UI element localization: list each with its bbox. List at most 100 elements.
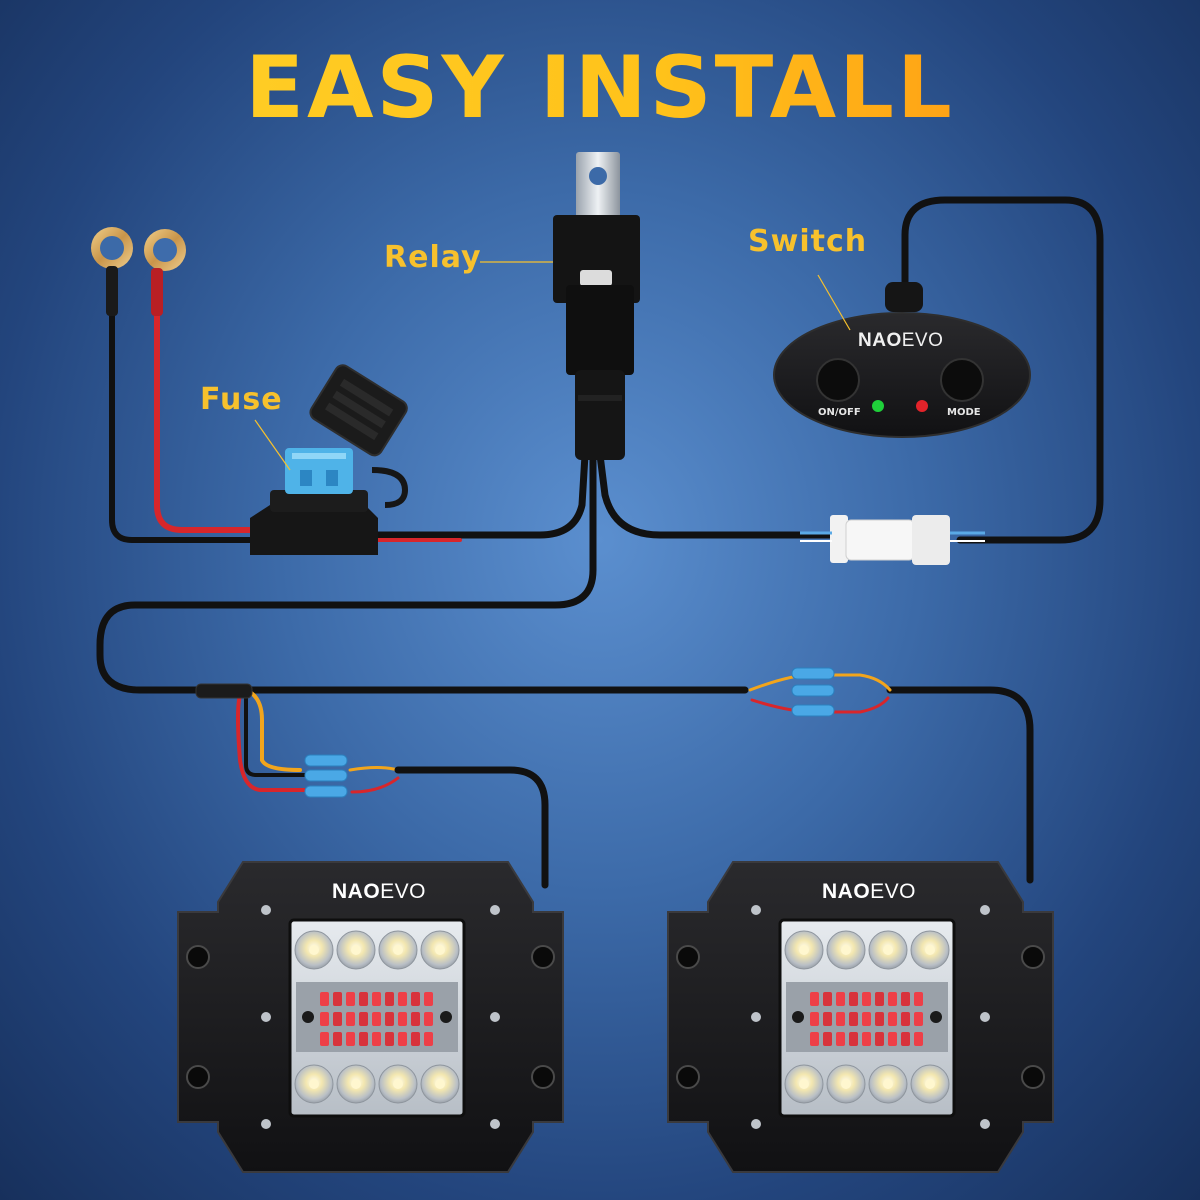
red-led-chip (320, 1032, 329, 1046)
mount-hole (531, 945, 555, 969)
red-led-chip (346, 1032, 355, 1046)
light-pod-1 (177, 861, 564, 1173)
ground-wire (109, 307, 253, 543)
screw-icon (490, 905, 500, 915)
red-led-chip (424, 1012, 433, 1026)
red-led-chip (333, 992, 342, 1006)
light1-brand-logo: NAOEVO (332, 880, 427, 903)
screw-icon (490, 1012, 500, 1022)
red-led-chip (901, 992, 910, 1006)
screw-icon (490, 1119, 500, 1129)
red-led-chip (424, 1032, 433, 1046)
red-led-chip (320, 1012, 329, 1026)
red-led-chip (888, 1032, 897, 1046)
mount-hole (531, 1065, 555, 1089)
led-chip (435, 1079, 445, 1089)
splice2-yellow (748, 673, 892, 692)
light2-brand-logo: NAOEVO (822, 880, 917, 903)
red-led-chip (320, 992, 329, 1006)
relay-label: Relay (384, 240, 482, 275)
switch-cable (901, 196, 1104, 544)
led-chip (309, 945, 319, 955)
branch-sheath (195, 683, 253, 699)
lens-screw-icon (440, 1011, 452, 1023)
red-led-chip (359, 1032, 368, 1046)
red-led-chip (836, 1012, 845, 1026)
mount-hole (676, 945, 700, 969)
branch-black (244, 693, 312, 777)
led-chip (841, 1079, 851, 1089)
red-led-chip (411, 1032, 420, 1046)
red-led-chip (914, 1012, 923, 1026)
switch-box (773, 282, 1031, 438)
red-led-chip (359, 1012, 368, 1026)
screw-icon (261, 1012, 271, 1022)
red-led-chip (914, 1032, 923, 1046)
red-led-chip (862, 1012, 871, 1026)
led-chip (393, 945, 403, 955)
fuse-callout (254, 419, 291, 471)
red-led-chip (823, 992, 832, 1006)
red-led-chip (385, 1012, 394, 1026)
led-chip (925, 1079, 935, 1089)
red-led-chip (810, 1012, 819, 1026)
branch-red (236, 693, 312, 792)
screw-icon (751, 1012, 761, 1022)
on-off-label: ON/OFF (818, 407, 861, 418)
red-led-chip (836, 1032, 845, 1046)
branch-yellow-out (260, 758, 302, 772)
splice-connectors (304, 667, 835, 798)
red-led-chip (372, 1032, 381, 1046)
red-led-chip (875, 1032, 884, 1046)
switch-housing (773, 312, 1031, 438)
led-chip (351, 945, 361, 955)
positive-wire (154, 297, 263, 533)
red-led-chip (398, 1032, 407, 1046)
red-led-chip (849, 992, 858, 1006)
red-led-chip (914, 992, 923, 1006)
red-led-chip (901, 1032, 910, 1046)
red-led-chip (333, 1032, 342, 1046)
red-led-chip (875, 992, 884, 1006)
red-led-chip (372, 1012, 381, 1026)
red-led-chip (333, 1012, 342, 1026)
screw-icon (980, 1012, 990, 1022)
mount-hole (186, 1065, 210, 1089)
led-chip (883, 945, 893, 955)
light2-feed (886, 686, 1034, 884)
screw-icon (261, 1119, 271, 1129)
relay (553, 152, 640, 460)
led-chip (841, 945, 851, 955)
screw-icon (261, 905, 271, 915)
red-led-chip (411, 1012, 420, 1026)
led-chip (351, 1079, 361, 1089)
mount-hole (186, 945, 210, 969)
red-led-chip (875, 1012, 884, 1026)
red-led-chip (346, 1012, 355, 1026)
switch-brand-logo: NAOEVO (858, 330, 944, 351)
red-led-chip (862, 1032, 871, 1046)
red-led-chip (810, 1032, 819, 1046)
red-led-chip (385, 992, 394, 1006)
fuse-holder (250, 364, 409, 555)
on-off-button (816, 358, 860, 402)
screw-icon (980, 1119, 990, 1129)
mount-hole (1021, 945, 1045, 969)
lens-screw-icon (302, 1011, 314, 1023)
splice1-out-yellow (348, 766, 400, 772)
red-led-chip (424, 992, 433, 1006)
led-chip (309, 1079, 319, 1089)
red-led-chip (836, 992, 845, 1006)
red-led-chip (823, 1032, 832, 1046)
light-pods (177, 861, 1054, 1173)
red-led-chip (359, 992, 368, 1006)
red-led-chip (888, 1012, 897, 1026)
splice1-out-red (350, 776, 400, 794)
red-led-chip (411, 992, 420, 1006)
page-title: EASY INSTALL (0, 38, 1200, 138)
screw-icon (980, 905, 990, 915)
led-chip (435, 945, 445, 955)
lens-screw-icon (792, 1011, 804, 1023)
ring-terminals (91, 227, 186, 316)
